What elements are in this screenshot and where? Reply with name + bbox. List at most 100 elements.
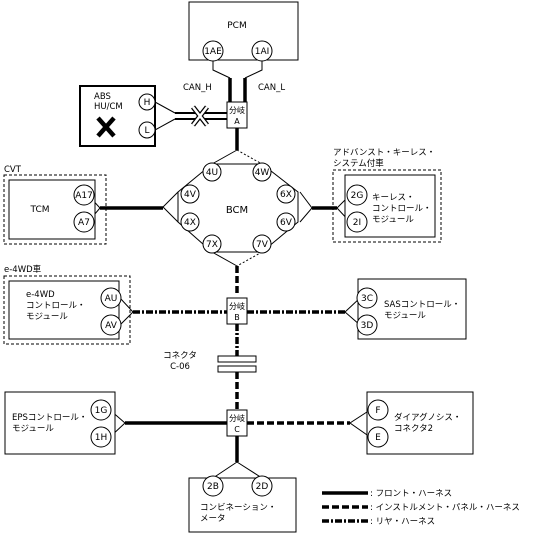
meter-pin-2b-label: 2B <box>207 482 219 492</box>
keyless-group-label-line2: システム付車 <box>333 158 384 169</box>
bcm-pin-4x-label: 4X <box>184 218 196 228</box>
e4wd-leads <box>119 297 134 326</box>
e4wd-label-line1: e-4WD <box>26 290 55 300</box>
junction-a-label-line2: A <box>234 117 240 126</box>
diag-label-line2: コネクタ2 <box>394 424 433 434</box>
bcm-pin-7v <box>252 234 272 254</box>
connector-c06: コネクタ C-06 <box>163 351 257 373</box>
e4wd-label-line2: コントロール・ <box>26 301 86 311</box>
e4wd-label-line3: モジュール <box>26 312 68 322</box>
abs-pin-l-label: L <box>144 126 149 136</box>
can-h-label: CAN_H <box>183 83 212 93</box>
bcm-pin-4u <box>202 162 222 182</box>
bcm-7x-lead <box>211 251 238 267</box>
sas-label-line1: SASコントロール・ <box>384 300 460 310</box>
keyless-label-line1: キーレス・ <box>372 193 415 203</box>
pcm-to-junction-a-wire <box>228 78 247 102</box>
e4wd-group-label: e-4WD車 <box>4 264 42 275</box>
bcm-pin-6v <box>276 212 296 232</box>
tcm-pin-a7 <box>73 211 95 233</box>
bcm-pin-7v-label: 7V <box>256 240 269 250</box>
tcm-group-label: CVT <box>4 165 22 175</box>
tcm-pin-a7-label: A7 <box>78 218 90 228</box>
bcm-pin-4v <box>180 184 200 204</box>
sas-label-line2: モジュール <box>384 311 426 321</box>
junction-a: 分岐 A <box>226 101 248 129</box>
junction-b-label-line1: 分岐 <box>229 301 245 311</box>
meter-label-line2: メータ <box>200 514 226 524</box>
junction-c-box <box>226 409 248 437</box>
diag-module: F E ダイアグノシス・ コネクタ2 <box>366 391 474 455</box>
connector-lower-half <box>217 365 257 373</box>
bcm-right-leads <box>299 191 313 223</box>
pcm-pin-1ae-label: 1AE <box>204 47 222 57</box>
eps-pin-1g-label: 1G <box>95 406 108 416</box>
e4wd-pin-au-label: AU <box>105 294 118 304</box>
bcm-pin-4u-label: 4U <box>206 168 218 178</box>
junction-c: 分岐 C <box>226 409 248 437</box>
harness-lines <box>87 60 371 479</box>
diag-pin-f-label: F <box>375 406 380 416</box>
tcm-label: TCM <box>29 205 49 215</box>
tcm-pin-a17-label: A17 <box>75 191 93 201</box>
legend-label-inst: : インストルメント・パネル・ハーネス <box>370 503 520 513</box>
junction-a-box <box>226 101 248 129</box>
pcm-module: PCM 1AE 1AI <box>188 1 299 62</box>
abs-leads <box>154 101 176 131</box>
sas-pin-3c-label: 3C <box>361 294 373 304</box>
bcm-pin-7x-label: 7X <box>206 240 218 250</box>
abs-label-line1: ABS <box>94 92 111 102</box>
sas-leads <box>344 297 361 326</box>
e4wd-box <box>8 280 120 340</box>
connector-upper-half <box>217 355 257 363</box>
bcm-pin-4v-label: 4V <box>184 190 197 200</box>
tcm-group-outline <box>3 174 107 245</box>
e4wd-pin-av-label: AV <box>105 321 118 331</box>
bcm-pin-4w-label: 4W <box>255 168 270 178</box>
pcm-pin-1ai <box>251 40 273 62</box>
eps-pin-1g <box>90 399 112 421</box>
bcm-pin-6v-label: 6V <box>280 218 293 228</box>
diag-pin-f <box>367 399 389 421</box>
bcm-pin-6x-label: 6X <box>280 190 292 200</box>
e4wd-pin-au <box>100 287 122 309</box>
pcm-pin-1ai-label: 1AI <box>255 47 270 57</box>
bcm-pin-4w <box>252 162 272 182</box>
eps-label-line1: EPSコントロール・ <box>12 413 87 423</box>
meter-pin-2d-label: 2D <box>256 482 269 492</box>
meter-label-line1: コンビネーション・ <box>200 503 276 513</box>
keyless-label-line2: コントロール・ <box>372 204 432 214</box>
connector-label-line1: コネクタ <box>163 351 197 361</box>
junction-b-label-line2: B <box>234 313 240 322</box>
sas-pin-3d <box>356 314 378 336</box>
abs-module: ABS HU/CM H L <box>79 85 156 147</box>
keyless-pin-2g-label: 2G <box>351 191 364 201</box>
eps-module: EPSコントロール・ モジュール 1G 1H <box>4 391 116 455</box>
e4wd-group: e-4WD車 e-4WD コントロール・ モジュール AU AV <box>3 264 131 345</box>
keyless-label-line3: モジュール <box>372 215 414 225</box>
pcm-can-h-lead <box>212 60 231 79</box>
eps-pin-1h <box>90 426 112 448</box>
bcm-pin-6x <box>276 184 296 204</box>
eps-pin-1h-label: 1H <box>95 433 108 443</box>
e4wd-pin-av <box>100 314 122 336</box>
abs-label-line2: HU/CM <box>94 102 123 112</box>
bcm-pin-7x <box>202 234 222 254</box>
bcm-label: BCM <box>226 205 248 216</box>
keyless-pin-2i <box>346 211 368 233</box>
bcm-left-leads <box>162 191 179 223</box>
pcm-can-l-lead <box>244 60 263 79</box>
meter-pin-2b <box>202 475 224 497</box>
abs-pin-h <box>138 93 156 111</box>
diag-label-line1: ダイアグノシス・ <box>394 412 461 423</box>
keyless-group-label-line1: アドバンスト・キーレス・ <box>333 148 435 158</box>
bcm-module: BCM 4U 4W 4V 4X 6X 6V 7X 7V <box>177 162 299 254</box>
tcm-group: CVT TCM A17 A7 <box>3 165 107 245</box>
diag-pin-e-label: E <box>375 433 381 443</box>
bcm-4u-lead <box>211 149 238 165</box>
bcm-7v-lead <box>236 251 263 267</box>
legend-label-rear: : リヤ・ハーネス <box>370 517 435 527</box>
meter-pin-2d <box>251 475 273 497</box>
meter-leads <box>212 461 263 479</box>
